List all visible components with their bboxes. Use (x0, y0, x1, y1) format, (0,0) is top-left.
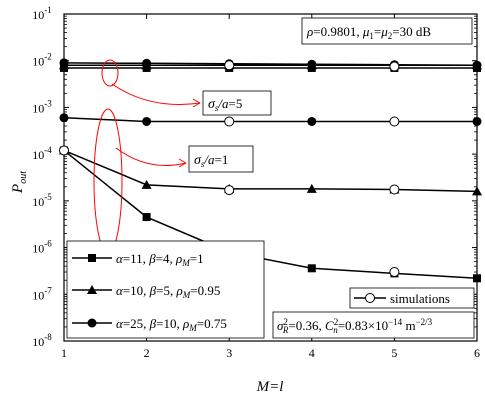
x-tick-label: 1 (61, 346, 67, 360)
x-tick-label: 6 (474, 346, 480, 360)
simulation-markers (59, 60, 400, 277)
circle-marker (307, 59, 317, 69)
y-tick-label: 10-1 (32, 5, 52, 22)
circle-marker (472, 116, 482, 126)
legend-entry-simulations: simulations (349, 287, 475, 309)
simulation-marker (389, 61, 400, 72)
y-axis-label: Pout (10, 171, 29, 194)
triangle-marker (306, 183, 317, 193)
svg-text:σs/a=1: σs/a=1 (194, 152, 228, 169)
series-line (63, 149, 478, 193)
legend: α=11, β=4, ρM=1 α=10, β=5, ρM=0.95 α=25,… (66, 240, 265, 339)
square-marker (473, 274, 481, 283)
sigma-a5-annotation: σs/a=5 (101, 59, 272, 116)
circle-marker (307, 116, 317, 126)
y-tick-label: 10-6 (32, 239, 52, 256)
circle-marker (142, 116, 152, 126)
series-line (63, 117, 477, 123)
x-tick-label: 3 (226, 346, 232, 360)
x-tick-label: 5 (391, 346, 397, 360)
simulation-marker (224, 185, 235, 196)
simulation-marker (224, 60, 235, 71)
simulation-marker (389, 184, 400, 195)
x-axis-label: M=l (256, 379, 284, 395)
triangle-marker (141, 179, 152, 189)
legend-entry-circle: α=25, β=10, ρM=0.75 (72, 316, 227, 333)
svg-text:α=25, β=10, ρM=0.75: α=25, β=10, ρM=0.75 (116, 316, 227, 333)
simulation-marker (224, 116, 235, 127)
y-tick-label: 10-5 (32, 192, 52, 209)
circle-marker (59, 113, 69, 123)
svg-text:σ2R=0.36, C2n=0.83×10−14 m−2/3: σ2R=0.36, C2n=0.83×10−14 m−2/3 (277, 317, 433, 335)
svg-text:α=11, β=4, ρM=1: α=11, β=4, ρM=1 (116, 251, 204, 268)
y-tick-label: 10-3 (32, 98, 52, 115)
x-tick-label: 4 (309, 346, 315, 360)
y-tick-label: 10-2 (32, 52, 52, 69)
svg-text:α=10, β=5, ρM=0.95: α=10, β=5, ρM=0.95 (116, 283, 220, 300)
simulation-marker (389, 116, 400, 127)
sigma-a1-annotation: σs/a=1 (93, 108, 254, 254)
circle-marker (472, 60, 482, 70)
square-marker (142, 213, 151, 222)
square-marker (307, 264, 316, 273)
svg-text:ρ=0.9801, μ1=μ2=30 dB: ρ=0.9801, μ1=μ2=30 dB (306, 24, 431, 41)
y-tick-label: 10-8 (32, 332, 52, 349)
svg-text:σs/a=5: σs/a=5 (208, 96, 242, 113)
svg-text:Pout: Pout (10, 171, 29, 194)
series-line (63, 62, 478, 66)
simulation-marker (389, 266, 400, 277)
y-tick-label: 10-7 (32, 285, 52, 302)
params-top-box: ρ=0.9801, μ1=μ2=30 dB (301, 17, 473, 45)
triangle-marker (472, 186, 482, 196)
series-line (63, 149, 478, 280)
legend-entry-triangle: α=10, β=5, ρM=0.95 (72, 283, 220, 300)
legend-entry-square: α=11, β=4, ρM=1 (72, 251, 204, 268)
y-tick-label: 10-4 (32, 145, 52, 162)
x-tick-label: 2 (144, 346, 150, 360)
circle-marker (59, 58, 69, 68)
circle-marker (142, 58, 152, 68)
simulation-marker (59, 145, 69, 156)
svg-text:simulations: simulations (390, 291, 450, 306)
